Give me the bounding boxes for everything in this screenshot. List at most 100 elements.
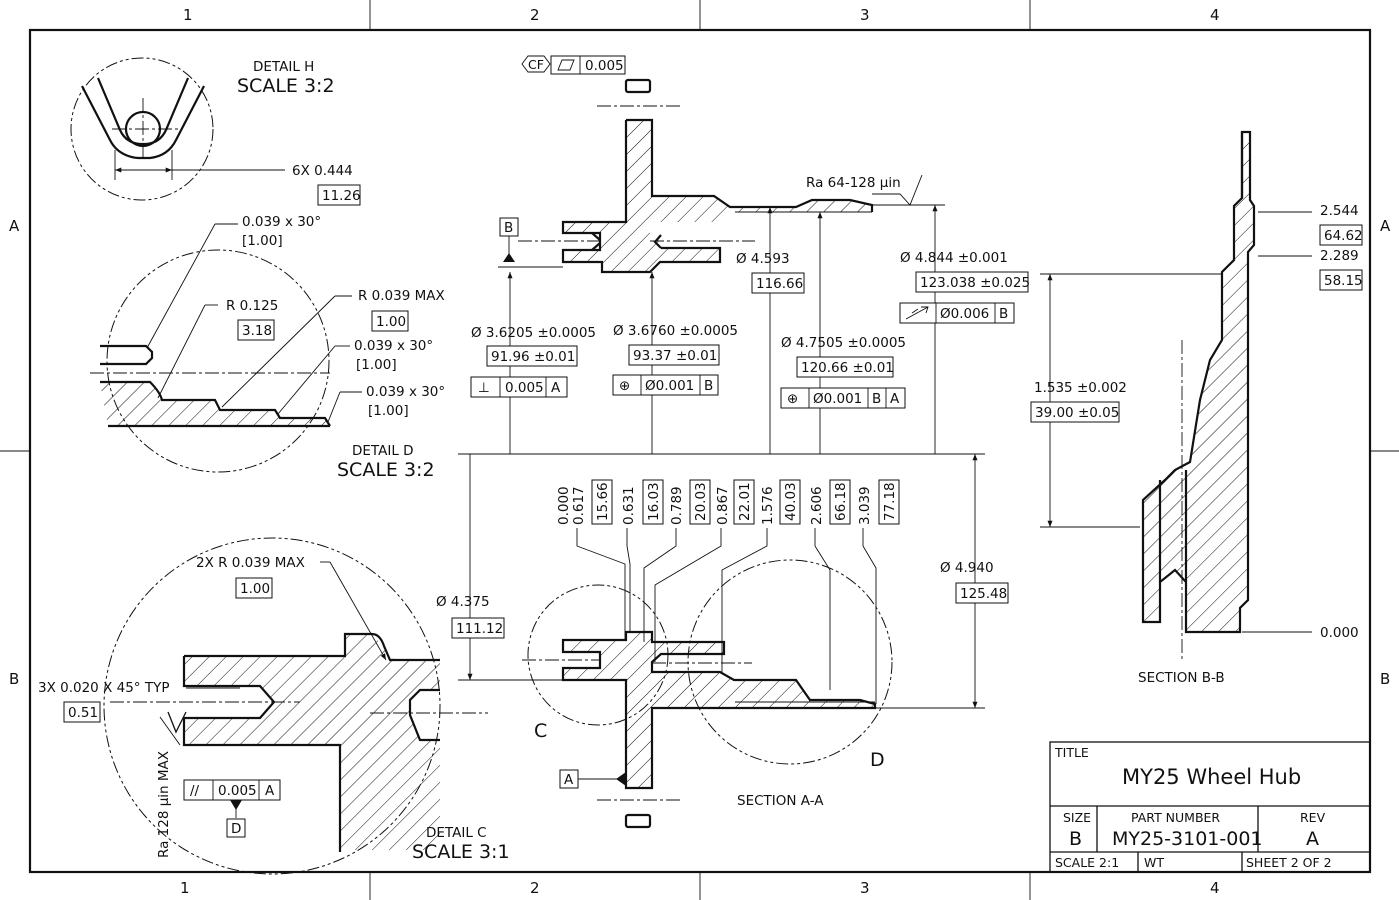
ord-7-in: 3.039 bbox=[857, 486, 873, 525]
d36760: Ø 3.6760 ±0.0005 bbox=[613, 323, 738, 339]
d4844-mm: 123.038 ±0.025 bbox=[920, 275, 1030, 291]
runout-tol: Ø0.006 bbox=[940, 306, 989, 322]
detail-c-scale: SCALE 3:1 bbox=[412, 841, 510, 863]
section-aa-datum-b: B bbox=[504, 220, 513, 236]
zone-col-3-bottom: 3 bbox=[860, 879, 870, 897]
detail-d-radius: R 0.125 bbox=[226, 298, 278, 314]
detail-c-rmax: 2X R 0.039 MAX bbox=[196, 555, 305, 571]
detail-d-chamfer1-mm: [1.00] bbox=[242, 233, 283, 249]
detail-d: 0.039 x 30° [1.00] R 0.125 3.18 R 0.039 … bbox=[90, 214, 445, 481]
d4593: Ø 4.593 bbox=[736, 251, 790, 267]
perp-datum: A bbox=[551, 380, 561, 396]
section-aa-dimensions: Ø 3.6205 ±0.0005 91.96 ±0.01 ⊥ 0.005 A Ø… bbox=[436, 204, 1030, 709]
detail-d-radius-mm: 3.18 bbox=[242, 323, 272, 339]
detail-c-parallel-datum: A bbox=[265, 783, 275, 799]
d4844: Ø 4.844 ±0.001 bbox=[900, 250, 1008, 266]
pos1-symbol: ⊕ bbox=[619, 378, 630, 394]
section-aa-flatness-tol: 0.005 bbox=[585, 58, 624, 74]
ord-4-in: 0.867 bbox=[715, 486, 731, 525]
d36205: Ø 3.6205 ±0.0005 bbox=[471, 325, 596, 341]
ord-2-mm: 16.03 bbox=[646, 482, 662, 521]
d4940: Ø 4.940 bbox=[940, 560, 994, 576]
zone-col-4-top: 4 bbox=[1210, 6, 1220, 24]
part-number-label: PART NUMBER bbox=[1131, 810, 1220, 825]
detail-h-scale: SCALE 3:2 bbox=[237, 75, 335, 97]
scale-value: SCALE 2:1 bbox=[1055, 855, 1119, 870]
detail-d-chamfer2-mm: [1.00] bbox=[356, 357, 397, 373]
section-aa-label: SECTION A-A bbox=[737, 793, 824, 809]
sheet-value: SHEET 2 OF 2 bbox=[1246, 855, 1332, 870]
detail-c-parallel-tol: 0.005 bbox=[218, 783, 257, 799]
runout-datum: B bbox=[999, 306, 1008, 322]
detail-c-chamfer: 3X 0.020 X 45° TYP bbox=[38, 680, 169, 696]
detail-d-chamfer1: 0.039 x 30° bbox=[242, 214, 321, 230]
pos2-symbol: ⊕ bbox=[787, 391, 798, 407]
zone-col-4-bottom: 4 bbox=[1210, 879, 1220, 897]
d4375: Ø 4.375 bbox=[436, 594, 490, 610]
zone-row-b-right: B bbox=[1380, 670, 1390, 688]
detail-h-label: DETAIL H bbox=[253, 59, 314, 75]
zone-col-1-bottom: 1 bbox=[180, 879, 190, 897]
d36760-mm: 93.37 ±0.01 bbox=[633, 348, 717, 364]
detail-c-chamfer-mm: 0.51 bbox=[68, 705, 98, 721]
size-value: B bbox=[1069, 828, 1082, 850]
pos2-datum2: A bbox=[890, 391, 900, 407]
ord-6-in: 2.606 bbox=[809, 486, 825, 525]
detail-c-rmax-mm: 1.00 bbox=[240, 581, 270, 597]
ordinate-dimensions: 0.000 0.617 15.66 0.631 16.03 0.789 20.0… bbox=[556, 479, 900, 704]
weight-label: WT bbox=[1144, 855, 1164, 870]
ord-5-mm: 40.03 bbox=[783, 482, 799, 521]
part-number: MY25-3101-001 bbox=[1112, 828, 1263, 850]
ord-5-in: 1.576 bbox=[760, 486, 776, 525]
ord-4-mm: 22.01 bbox=[737, 482, 753, 521]
detail-c-datum-d: D bbox=[231, 821, 241, 837]
detail-h-dim: 6X 0.444 bbox=[292, 163, 353, 179]
ord-3-in: 0.789 bbox=[669, 486, 685, 525]
bb-1535-mm: 39.00 ±0.05 bbox=[1035, 405, 1119, 421]
ord-2-in: 0.631 bbox=[621, 486, 637, 525]
ord-1-mm: 15.66 bbox=[595, 482, 611, 521]
bb-2289: 2.289 bbox=[1320, 248, 1359, 264]
perp-tol: 0.005 bbox=[505, 380, 544, 396]
detail-c-label: DETAIL C bbox=[426, 825, 487, 841]
detail-d-label: DETAIL D bbox=[352, 443, 414, 459]
ord-7-mm: 77.18 bbox=[882, 482, 898, 521]
zone-col-3-top: 3 bbox=[860, 6, 870, 24]
rev-value: A bbox=[1306, 828, 1319, 850]
zone-col-2-bottom: 2 bbox=[530, 879, 540, 897]
d4375-mm: 111.12 bbox=[456, 621, 503, 637]
title-block: TITLE MY25 Wheel Hub SIZE B PART NUMBER … bbox=[1049, 741, 1371, 873]
pos2-tol: Ø0.001 bbox=[813, 391, 862, 407]
ord-1-in: 0.617 bbox=[571, 486, 587, 525]
d36205-mm: 91.96 ±0.01 bbox=[491, 349, 575, 365]
callout-d: D bbox=[870, 749, 885, 771]
ord-6-mm: 66.18 bbox=[833, 482, 849, 521]
section-bb: 2.544 64.62 2.289 58.15 0.000 1.535 ±0.0… bbox=[1030, 130, 1363, 686]
zone-row-a-right: A bbox=[1380, 217, 1391, 235]
d4940-mm: 125.48 bbox=[960, 586, 1007, 602]
d47505: Ø 4.7505 ±0.0005 bbox=[781, 335, 906, 351]
d47505-mm: 120.66 ±0.01 bbox=[801, 360, 894, 376]
callout-c: C bbox=[534, 720, 547, 742]
detail-c: 2X R 0.039 MAX 1.00 3X 0.020 X 45° TYP 0… bbox=[38, 537, 510, 875]
detail-h: 6X 0.444 11.26 DETAIL H SCALE 3:2 bbox=[70, 57, 361, 206]
detail-d-scale: SCALE 3:2 bbox=[337, 459, 435, 481]
section-aa-bottom: A C D SECTION A-A bbox=[522, 559, 893, 829]
bb-2289-mm: 58.15 bbox=[1324, 273, 1363, 289]
bb-2544-mm: 64.62 bbox=[1324, 228, 1363, 244]
detail-d-chamfer2: 0.039 x 30° bbox=[354, 338, 433, 354]
bb-2544: 2.544 bbox=[1320, 203, 1359, 219]
section-aa-cf: CF bbox=[528, 57, 544, 72]
d4593-mm: 116.66 bbox=[756, 276, 803, 292]
detail-d-chamfer3: 0.039 x 30° bbox=[366, 384, 445, 400]
section-bb-label: SECTION B-B bbox=[1138, 670, 1225, 686]
detail-d-chamfer3-mm: [1.00] bbox=[368, 403, 409, 419]
zone-row-a-left: A bbox=[9, 217, 20, 235]
detail-c-parallel-symbol: // bbox=[190, 783, 200, 799]
size-label: SIZE bbox=[1063, 810, 1091, 825]
detail-h-dim-mm: 11.26 bbox=[322, 188, 361, 204]
drawing-title: MY25 Wheel Hub bbox=[1122, 765, 1301, 789]
ord-3-mm: 20.03 bbox=[693, 482, 709, 521]
ord-0-in: 0.000 bbox=[556, 486, 572, 525]
pos1-tol: Ø0.001 bbox=[645, 378, 694, 394]
